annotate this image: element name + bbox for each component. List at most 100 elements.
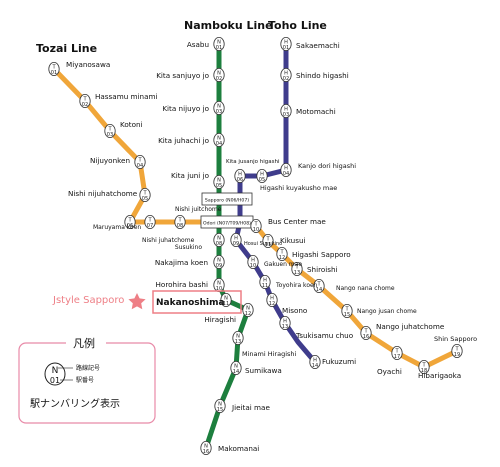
station-name: Nango jusan chome (357, 308, 417, 315)
station-number: 04 (216, 141, 222, 147)
station-badge (391, 345, 403, 360)
station-badge (256, 168, 268, 183)
station-badge (139, 187, 151, 202)
station-name: Kotoni (120, 120, 143, 129)
station-name: Kita juni jo (171, 171, 209, 180)
station-number: 02 (283, 76, 289, 82)
station-badge (242, 302, 254, 317)
station-line-code: H (234, 235, 238, 241)
star-icon (128, 293, 146, 310)
station-number: 08 (177, 223, 183, 229)
station-number: 16 (203, 449, 209, 455)
station-line-code: N (217, 39, 221, 45)
station-name: Gakuen mae (264, 261, 302, 268)
station-badge (276, 246, 288, 261)
station-number: 18 (421, 368, 427, 374)
station-name: Asabu (187, 40, 209, 49)
station-number: 04 (137, 163, 143, 169)
station-name: Motomachi (296, 107, 336, 116)
station-line-code: N (246, 305, 250, 311)
station-badge (280, 37, 292, 52)
station-name: Hosui Susukino (244, 241, 282, 247)
station-line-code: T (344, 306, 349, 312)
station-name: Nakajima koen (155, 258, 208, 267)
station-line-code: T (316, 281, 321, 287)
station-name: Sakaemachi (296, 41, 340, 50)
station-number: 15 (217, 407, 223, 413)
station-name: Hiragishi (204, 315, 236, 324)
legend-title: 凡例 (73, 336, 95, 350)
station-name: Nango nana chome (336, 285, 395, 292)
station-line-code: T (82, 96, 87, 102)
station-name: Sumikawa (245, 366, 282, 375)
station-badge (48, 62, 60, 77)
station-name: Kita nijuyo jo (162, 104, 209, 113)
station-number: 02 (82, 102, 88, 108)
station-number: 06 (127, 223, 133, 229)
station-line-code: N (217, 280, 221, 286)
station-badge (213, 254, 225, 269)
station-line-code: T (51, 64, 56, 70)
tozai-line-title: Tozai Line (36, 42, 97, 55)
station-line-code: N (217, 257, 221, 263)
station-badge (124, 214, 136, 229)
station-number: 05 (216, 183, 222, 189)
station-line-code: H (238, 171, 242, 177)
station-number: 03 (283, 112, 289, 118)
station-badge (360, 325, 372, 340)
station-line-code: N (217, 235, 221, 241)
station-line-code: T (137, 157, 142, 163)
legend-line-symbol-label: 路線記号 (76, 364, 100, 372)
station-line-code: T (363, 328, 368, 334)
transfer-boxes: Sapporo (N06/H07)Odori (N07/T09/H08) (200, 192, 254, 229)
station-badge (259, 274, 271, 289)
station-badge (213, 132, 225, 147)
station-badge (279, 315, 291, 330)
station-badge (280, 68, 292, 83)
